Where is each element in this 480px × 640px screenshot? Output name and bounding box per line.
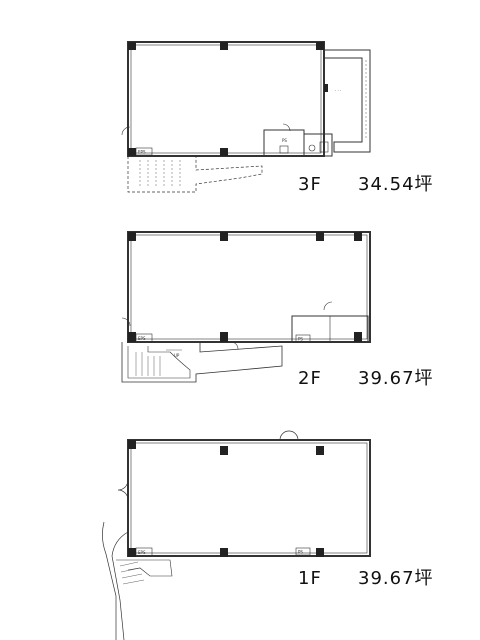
outer-wall-2f — [127, 231, 371, 343]
floor-name: 3F — [298, 174, 322, 195]
columns-2f — [128, 232, 362, 342]
floor-label-2f: 2F 39.67坪 — [298, 364, 434, 390]
floor-plan-2f — [121, 231, 371, 383]
floor-label-3f: 3F 34.54坪 — [298, 170, 434, 196]
exterior-stair-2f — [121, 342, 283, 383]
inner-wall-2f — [130, 234, 368, 340]
entrance-door-1f — [279, 430, 299, 441]
room-tag-up-2f: UP — [174, 353, 180, 358]
columns-3f — [128, 42, 328, 156]
svg-text:· · ·: · · · — [335, 88, 341, 93]
floor-plan-1f — [102, 430, 371, 640]
floor-name: 1F — [298, 568, 322, 589]
room-tag-eps-2f: EPS — [138, 336, 146, 341]
floor-area: 39.67坪 — [358, 368, 434, 389]
balcony-3f — [324, 49, 371, 153]
room-tag-eps-1f: EPS — [138, 550, 146, 555]
floor-name: 2F — [298, 368, 322, 389]
room-tag-ps-2f: PS — [298, 337, 303, 342]
floor-area: 34.54坪 — [358, 174, 434, 195]
room-tag-ps-3f: PS — [282, 138, 287, 143]
floor-label-1f: 1F 39.67坪 — [298, 564, 434, 590]
columns-1f — [128, 440, 324, 557]
room-tag-ps-1f: PS — [298, 550, 303, 555]
inner-wall-1f — [130, 442, 368, 554]
room-tag-eps-3f: EPS — [138, 150, 146, 155]
entrance-ramp-1f — [102, 521, 129, 640]
floor-area: 39.67坪 — [358, 568, 434, 589]
exterior-stair-3f — [127, 156, 263, 193]
side-door-1f — [117, 479, 129, 501]
room-wc-3f — [303, 133, 333, 157]
